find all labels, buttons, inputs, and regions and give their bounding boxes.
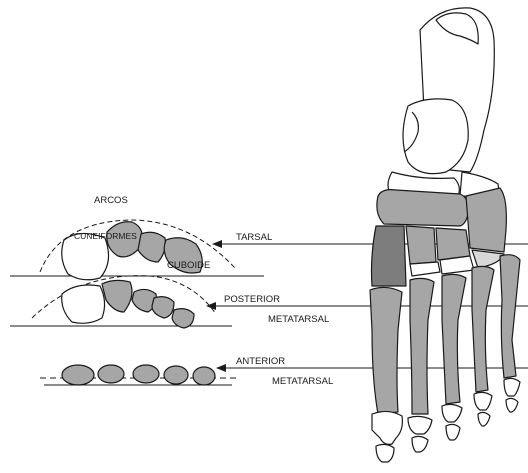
metatarsal-3 xyxy=(442,274,466,404)
tarsal-arch: CUNEIFORMES CUBOIDE xyxy=(10,220,264,280)
posterior-metatarsal-arch xyxy=(10,276,232,328)
distal-phalanx-1 xyxy=(376,444,394,462)
phalanx-4a xyxy=(474,392,492,410)
phalanx-2b xyxy=(412,436,428,452)
tarsal-arrowhead xyxy=(212,240,222,248)
phalanx-2a xyxy=(408,416,432,434)
intermediate-cuneiform xyxy=(406,226,436,264)
cuboide-label: CUBOIDE xyxy=(167,260,210,271)
medial-cuneiform xyxy=(372,226,407,286)
posterior-bone-4 xyxy=(152,297,174,318)
metatarsal-5 xyxy=(500,255,520,378)
arcos-title: ARCOS xyxy=(94,195,128,206)
lateral-cuneiform xyxy=(436,228,470,260)
posterior-bone-1 xyxy=(62,285,105,323)
tarsal-label: TARSAL xyxy=(236,232,272,243)
posterior-metatarsal-label: METATARSAL xyxy=(268,314,329,325)
anterior-bone-5 xyxy=(193,367,215,385)
posterior-label: POSTERIOR xyxy=(224,294,280,305)
anterior-label: ANTERIOR xyxy=(236,356,285,367)
anterior-arrowhead xyxy=(216,364,226,372)
anterior-bone-3 xyxy=(133,365,159,383)
metatarsal-4 xyxy=(472,266,494,392)
metatarsal-1 xyxy=(370,287,402,414)
anterior-metatarsal-label: METATARSAL xyxy=(272,376,333,387)
metatarsal-2 xyxy=(410,278,434,414)
anterior-bone-1 xyxy=(62,365,94,385)
anterior-bone-2 xyxy=(98,365,124,383)
talus-bone xyxy=(403,99,468,174)
phalanx-5a xyxy=(504,378,520,396)
arcos-group: ARCOS CUNEIFORMES CUBOIDE xyxy=(10,195,264,385)
proximal-phalanx-1 xyxy=(372,411,402,444)
cuboid-bone-right xyxy=(466,188,506,252)
phalanx-3b xyxy=(446,424,460,440)
phalanx-3a xyxy=(442,404,462,422)
cuboid-lower xyxy=(472,250,504,268)
cuneiform-base-1 xyxy=(410,262,440,276)
posterior-bone-5 xyxy=(172,309,194,328)
foot-skeleton xyxy=(370,8,520,462)
phalanx-4b xyxy=(478,412,490,426)
tarsal-row-top xyxy=(377,190,468,226)
cuneiformes-label: CUNEIFORMES xyxy=(74,231,137,241)
cuneiform-bone-3 xyxy=(138,232,165,262)
anterior-bone-4 xyxy=(164,366,188,384)
anterior-metatarsal-arch xyxy=(40,365,236,385)
posterior-bone-2 xyxy=(102,280,132,312)
phalanx-5b xyxy=(506,398,518,412)
